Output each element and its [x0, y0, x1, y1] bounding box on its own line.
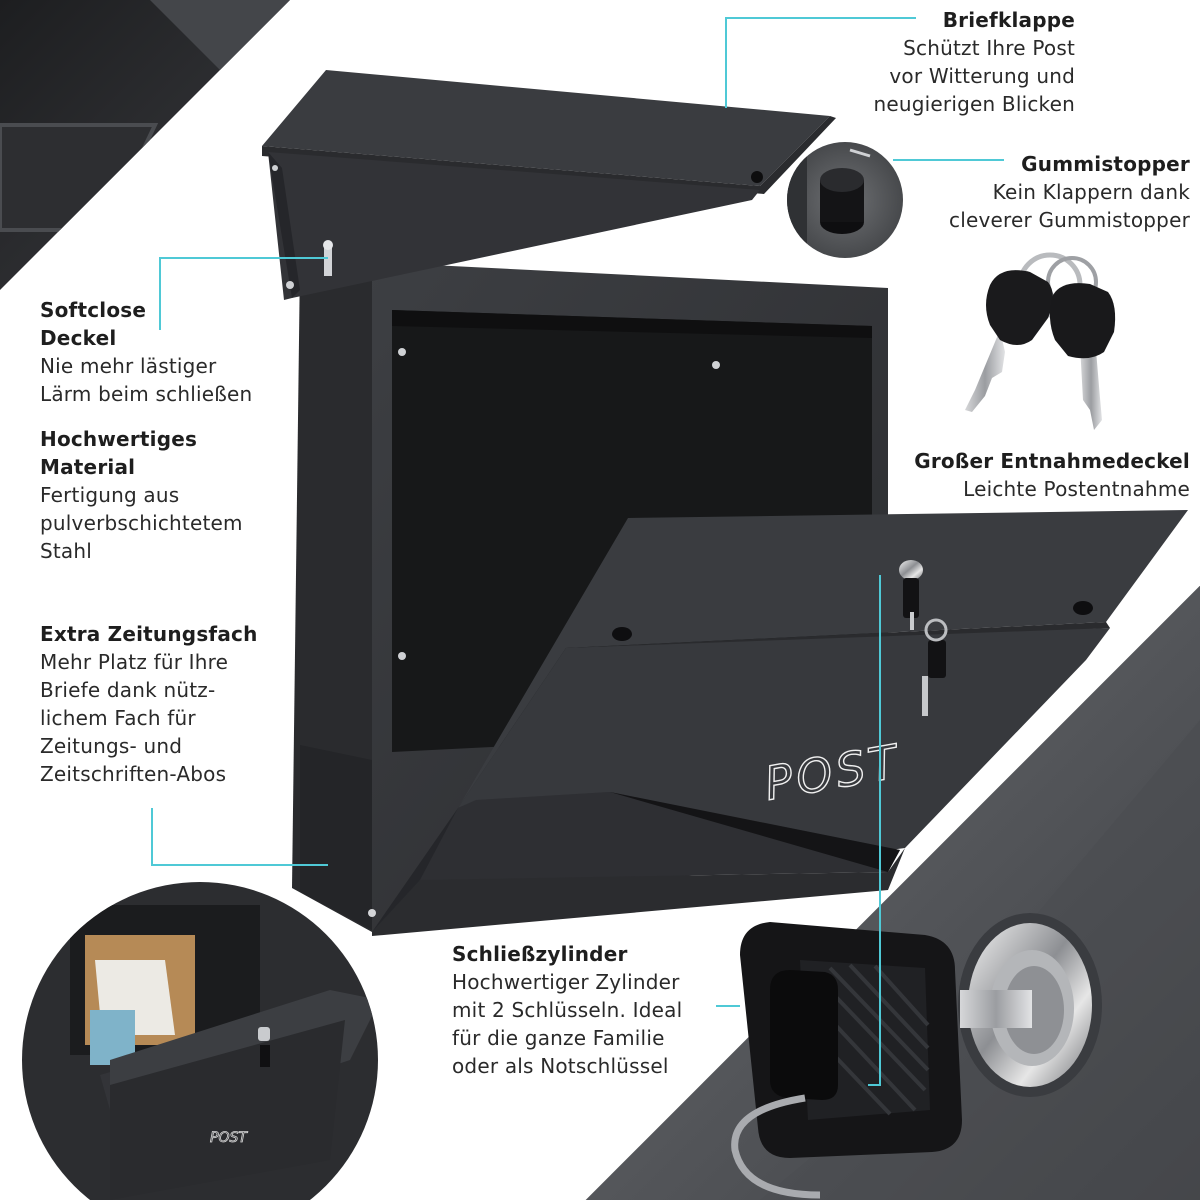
- inset-open-mailbox: POST: [18, 878, 382, 1200]
- callout-briefklappe-line-2: vor Witterung und: [889, 64, 1075, 88]
- callout-gummistopper-line-2: cleverer Gummistopper: [949, 208, 1190, 232]
- callout-material-line-3: Stahl: [40, 539, 93, 563]
- callout-softclose-title-2: Deckel: [40, 326, 117, 350]
- callout-material-line-1: Fertigung aus: [40, 483, 180, 507]
- rubber-stopper-icon: [783, 138, 907, 262]
- callout-zeitungsfach-line-3: lichem Fach für: [40, 706, 196, 730]
- callout-entnahmedeckel-title: Großer Entnahmedeckel: [914, 449, 1190, 473]
- callout-material-line-2: pulverbschichtetem: [40, 511, 243, 535]
- callout-zeitungsfach-line-5: Zeitschriften-Abos: [40, 762, 227, 786]
- key-pair-icon: [965, 252, 1116, 430]
- callout-entnahmedeckel-line-1: Leichte Postentnahme: [963, 477, 1190, 501]
- callout-softclose-line-2: Lärm beim schließen: [40, 382, 253, 406]
- inset-post-label: POST: [210, 1130, 248, 1146]
- leader-softclose: [159, 257, 328, 330]
- callout-briefklappe: Briefklappe Schützt Ihre Post vor Witter…: [760, 6, 1075, 118]
- callout-material-title-2: Material: [40, 455, 136, 479]
- callout-entnahmedeckel: Großer Entnahmedeckel Leichte Postentnah…: [880, 447, 1190, 503]
- callout-briefklappe-title: Briefklappe: [942, 8, 1075, 32]
- callout-material-title-1: Hochwertiges: [40, 427, 198, 451]
- leader-zeitungsfach: [151, 808, 328, 866]
- callout-zeitungsfach-line-1: Mehr Platz für Ihre: [40, 650, 229, 674]
- callout-zeitungsfach-line-4: Zeitungs- und: [40, 734, 183, 758]
- callout-gummistopper-title: Gummistopper: [1021, 152, 1190, 176]
- callout-schliesszylinder: Schließzylinder Hochwertiger Zylinder mi…: [452, 940, 722, 1080]
- callout-softclose: Softclose Deckel Nie mehr lästiger Lärm …: [40, 296, 290, 408]
- callout-schliesszylinder-line-4: oder als Notschlüssel: [452, 1054, 669, 1078]
- key-closeup-icon: [731, 922, 962, 1199]
- callout-zeitungsfach: Extra Zeitungsfach Mehr Platz für Ihre B…: [40, 620, 290, 788]
- lock-cylinder-icon: [958, 913, 1102, 1097]
- leader-lines: [151, 17, 1004, 1086]
- callout-softclose-title-1: Softclose: [40, 298, 147, 322]
- mailbox-product: POST: [262, 70, 1188, 936]
- callout-schliesszylinder-title: Schließzylinder: [452, 942, 628, 966]
- leader-briefklappe: [725, 17, 916, 108]
- callout-gummistopper-line-1: Kein Klappern dank: [992, 180, 1190, 204]
- callout-zeitungsfach-line-2: Briefe dank nütz-: [40, 678, 216, 702]
- callout-zeitungsfach-title: Extra Zeitungsfach: [40, 622, 258, 646]
- callout-gummistopper: Gummistopper Kein Klappern dank cleverer…: [890, 150, 1190, 234]
- leader-schliesszylinder: [868, 575, 881, 1086]
- corner-detail-top-left: [0, 0, 290, 290]
- callout-material: Hochwertiges Material Fertigung aus pulv…: [40, 425, 290, 565]
- callout-briefklappe-line-1: Schützt Ihre Post: [903, 36, 1075, 60]
- callout-briefklappe-line-3: neugierigen Blicken: [873, 92, 1075, 116]
- callout-schliesszylinder-line-2: mit 2 Schlüsseln. Ideal: [452, 998, 683, 1022]
- callout-softclose-line-1: Nie mehr lästiger: [40, 354, 217, 378]
- callout-schliesszylinder-line-3: für die ganze Familie: [452, 1026, 665, 1050]
- callout-schliesszylinder-line-1: Hochwertiger Zylinder: [452, 970, 680, 994]
